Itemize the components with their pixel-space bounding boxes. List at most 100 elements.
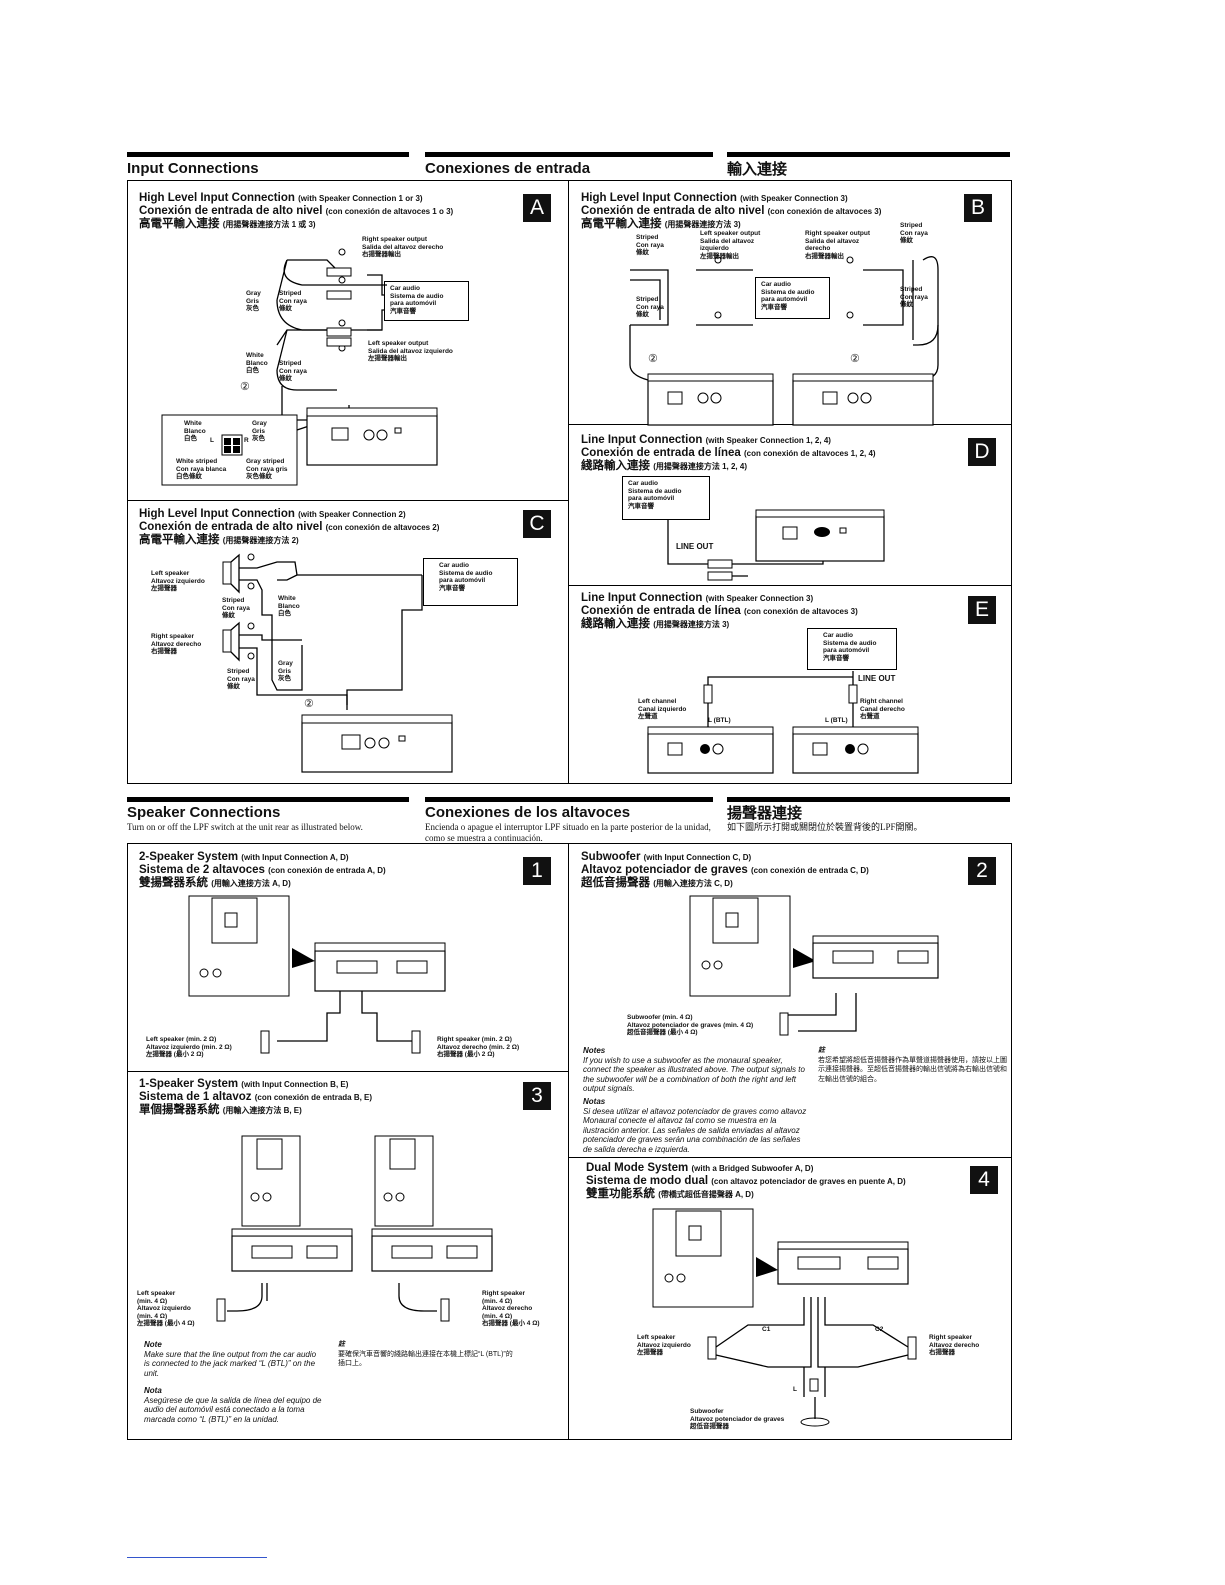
panelC-right-spk-en: Right speaker: [151, 633, 194, 640]
panel4-wiring-diagram: [652, 1208, 917, 1427]
panelA-striped-1-en: Striped: [279, 290, 302, 297]
panel1-title-es-sub: (con conexión de entrada A, D): [268, 866, 386, 875]
panelC-gray-zh: 灰色: [278, 675, 291, 682]
panel1-title-en: 2-Speaker System (with Input Connection …: [139, 851, 349, 864]
panelB-striped-mr: Striped Con raya 條紋: [900, 286, 928, 309]
panelB-title-zh-sub: (用揚聲器連接方法 3): [664, 220, 741, 229]
panelC-right-spk: Right speaker Altavoz derecho 右揚聲器: [151, 633, 201, 656]
panelE-title-zh-sub: (用揚聲器連接方法 3): [653, 620, 730, 629]
panel3-title-zh-sub: (用輸入連接方法 B, E): [222, 1106, 302, 1115]
panelA-inset-ws-en: White striped: [176, 458, 218, 465]
panel1-title-zh: 雙揚聲器系統 (用輸入連接方法 A, D): [139, 877, 291, 890]
panelB-striped-ml-zh: 條紋: [636, 311, 649, 318]
panel1-title-zh-sub: (用輸入連接方法 A, D): [211, 879, 291, 888]
panelC-striped-1-en: Striped: [222, 597, 245, 604]
panelA-striped-2-zh: 條紋: [279, 375, 292, 382]
panelE-car-audio-es: Sistema de audio: [823, 639, 877, 647]
panel3-title-es-main: Sistema de 1 altavoz: [139, 1091, 252, 1103]
panelE-left-ch-en: Left channel: [638, 698, 677, 705]
panelA-inset-ws-zh: 白色條紋: [176, 473, 202, 480]
panelC-car-audio-es2: para automóvil: [439, 577, 486, 584]
panelB-car-audio-en: Car audio: [761, 281, 791, 288]
panel3-zh-heading: 註: [338, 1341, 345, 1348]
panel2-notes-text: If you wish to use a subwoofer as the mo…: [583, 1055, 805, 1094]
panelE-right-ch: Right channel Canal derecho 右聲道: [860, 698, 905, 721]
panelD-car-audio-es: Sistema de audio: [628, 487, 682, 495]
panelE-title-es-sub: (con conexión de altavoces 3): [743, 607, 858, 616]
panelE-l-btl-1: L (BTL): [708, 717, 731, 724]
section2-rule-zh: [727, 797, 1010, 802]
panelE-line-out: LINE OUT: [858, 674, 896, 683]
panelD-title-en-sub: (with Speaker Connection 1, 2, 4): [705, 436, 831, 445]
panelD-car-audio-box: Car audio Sistema de audio para automóvi…: [622, 476, 710, 520]
panelC-right-spk-zh: 右揚聲器: [151, 648, 177, 655]
panelB-right-out-es2: derecho: [805, 245, 831, 252]
panel2-zh-text: 若您希望將超低音揚聲器作為單聲道揚聲器使用，請按以上圖示連接揚聲器。至超低音揚聲…: [818, 1056, 1007, 1083]
panelA-left-out-en: Left speaker output: [368, 340, 429, 347]
panelB-left-out-en: Left speaker output: [700, 230, 761, 237]
panelA-left-out-es: Salida del altavoz izquierdo: [368, 347, 453, 355]
panelC-title-zh-main: 高電平輸入連接: [139, 534, 220, 546]
panelC-title-en: High Level Input Connection (with Speake…: [139, 508, 406, 521]
panel1-right: Right speaker (min. 2 Ω) Altavoz derecho…: [437, 1036, 519, 1059]
panelA-title-en: High Level Input Connection (with Speake…: [139, 192, 423, 205]
section1-title-zh: 輸入連接: [727, 161, 788, 178]
panel2-sub-en: Subwoofer (min. 4 Ω): [627, 1014, 693, 1021]
speaker-frame-divider-left: [127, 1071, 568, 1072]
panelA-car-audio-en: Car audio: [390, 285, 420, 292]
panel1-right-en: Right speaker (min. 2 Ω): [437, 1036, 512, 1043]
panel4-right: Right speaker Altavoz derecho 右揚聲器: [929, 1334, 979, 1357]
panelC-striped-2-en: Striped: [227, 668, 250, 675]
panelA-num2: ②: [240, 381, 250, 393]
panelC-title-zh: 高電平輸入連接 (用揚聲器連接方法 2): [139, 534, 299, 547]
panelC-white-es: Blanco: [278, 602, 300, 610]
panelB-title-en: High Level Input Connection (with Speake…: [581, 192, 848, 205]
panel1-title-en-main: 2-Speaker System: [139, 851, 239, 863]
panel2-badge: 2: [968, 857, 996, 885]
panel1-left-es: Altavoz izquierdo (min. 2 Ω): [146, 1043, 232, 1051]
panelB-car-audio-zh: 汽車音響: [761, 303, 787, 311]
panelB-striped-ml-es: Con raya: [636, 303, 664, 311]
panel3-left-en2: (min. 4 Ω): [137, 1297, 168, 1305]
panelC-title-es-main: Conexión de entrada de alto nivel: [139, 521, 323, 533]
panel4-sub-en: Subwoofer: [690, 1408, 724, 1415]
panelD-title-zh-main: 綫路輸入連接: [581, 460, 650, 472]
panelA-car-audio-box: Car audio Sistema de audio para automóvi…: [384, 281, 469, 321]
panel4-left-es: Altavoz izquierdo: [637, 1341, 691, 1349]
panel4-c1: C1: [762, 1326, 771, 1333]
panelA-title-es: Conexión de entrada de alto nivel (con c…: [139, 205, 453, 218]
panelC-left-spk-en: Left speaker: [151, 570, 190, 577]
panel2-notes-heading: Notes: [583, 1046, 606, 1055]
panelE-car-audio-en: Car audio: [823, 632, 853, 639]
panelB-striped-mr-en: Striped: [900, 286, 923, 293]
panel2-title-es: Altavoz potenciador de graves (con conex…: [581, 864, 869, 877]
panel3-title-zh-main: 單個揚聲器系統: [139, 1104, 220, 1116]
panel1-badge: 1: [523, 857, 551, 885]
panel1-left-zh: 左揚聲器 (最小 2 Ω): [146, 1051, 204, 1058]
panelC-car-audio-box: Car audio Sistema de audio para automóvi…: [423, 558, 518, 606]
panel4-title-zh-main: 雙重功能系統: [586, 1188, 655, 1200]
panelB-right-out: Right speaker output Salida del altavoz …: [805, 230, 870, 260]
panelD-title-es: Conexión de entrada de línea (con conexi…: [581, 447, 876, 460]
panelD-badge: D: [968, 438, 996, 466]
panelA-left-out-zh: 左揚聲器輸出: [368, 355, 407, 362]
panelC-left-spk-es: Altavoz izquierdo: [151, 577, 205, 585]
panelB-left-out-es2: izquierdo: [700, 245, 729, 252]
panel4-sub: Subwoofer Altavoz potenciador de graves …: [690, 1408, 784, 1431]
section2-rule-es: [425, 797, 713, 802]
panel2-wiring-diagram: [689, 895, 939, 1036]
footer-link-line: [127, 1557, 267, 1558]
panel4-right-es: Altavoz derecho: [929, 1341, 980, 1349]
panelC-car-audio-es: Sistema de audio: [439, 569, 493, 577]
panel3-title-en-sub: (with Input Connection B, E): [241, 1080, 349, 1089]
panel3-left: Left speaker (min. 4 Ω) Altavoz izquierd…: [137, 1290, 195, 1328]
panelA-wiring-diagram: [161, 248, 438, 486]
panelA-car-audio-es2: para automóvil: [390, 300, 437, 307]
panelC-striped-1: Striped Con raya 條紋: [222, 597, 250, 620]
panel3-zh-note: 註 要確保汽車音響的綫路輸出連接在本機上標記“L (BTL)”的插口上。: [338, 1340, 513, 1369]
section2-title-en: Speaker Connections: [127, 804, 281, 821]
panelA-right-out-es: Salida del altavoz derecho: [362, 243, 444, 251]
section1-title-en: Input Connections: [127, 160, 259, 177]
panelB-striped-tr-zh: 條紋: [900, 237, 913, 244]
section1-title-es: Conexiones de entrada: [425, 160, 591, 177]
